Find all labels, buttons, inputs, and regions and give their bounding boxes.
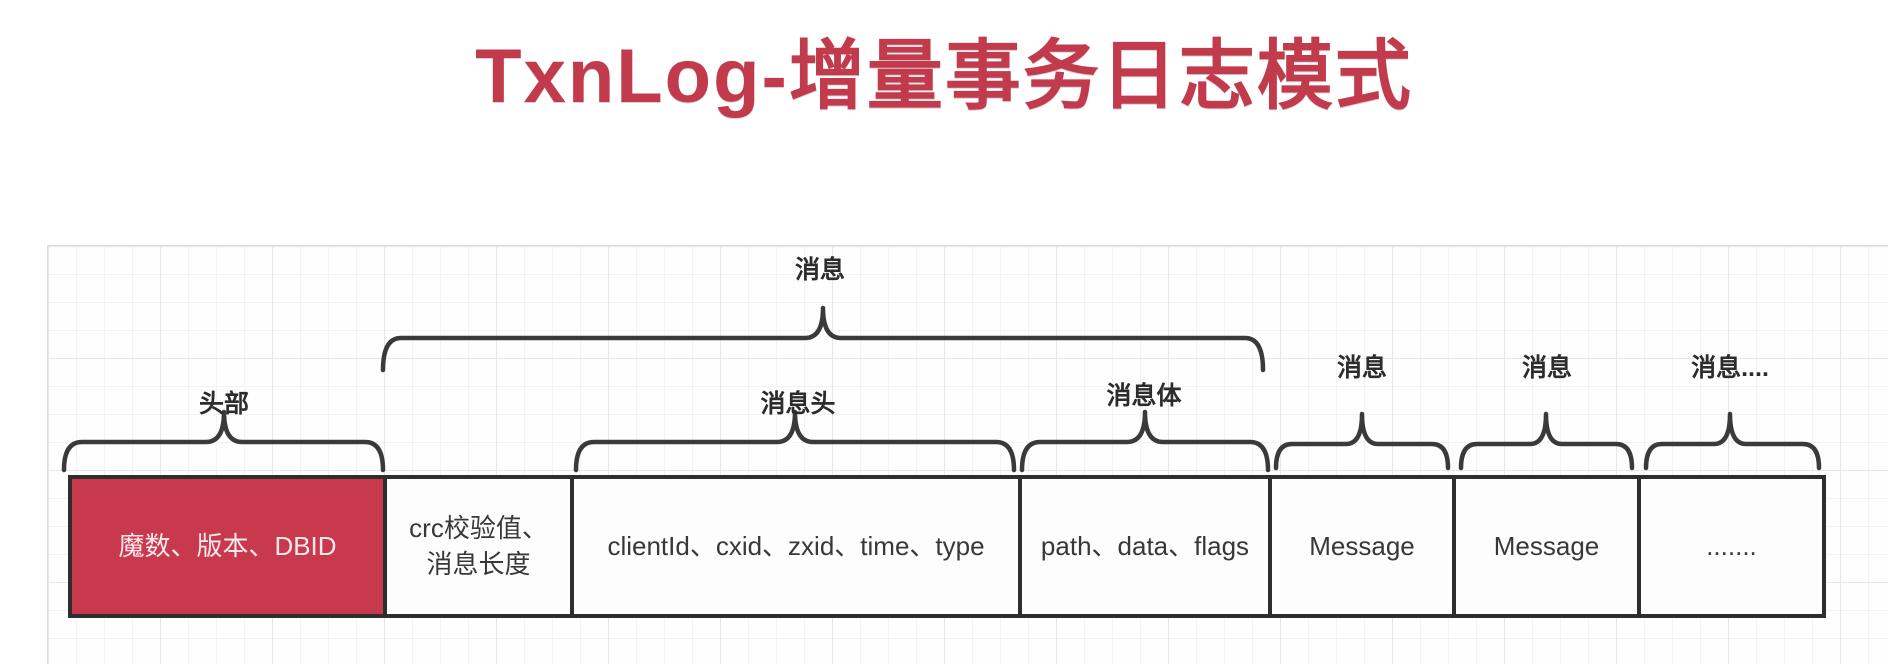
message-body-brace	[1019, 409, 1271, 473]
header-brace	[61, 409, 386, 473]
message2-group-label: 消息	[1521, 354, 1573, 382]
header-group-label: 头部	[198, 390, 250, 418]
segment-message-1: Message	[1268, 475, 1456, 618]
message-header-group-label: 消息头	[760, 390, 836, 418]
message-more-group-label: 消息....	[1691, 354, 1769, 382]
message1-group-label: 消息	[1336, 354, 1388, 382]
message-group-brace	[380, 305, 1266, 373]
message-group-label: 消息	[794, 256, 846, 284]
segment-file-header: 魔数、版本、DBID	[68, 475, 387, 618]
segment-message-more: .......	[1637, 475, 1826, 618]
message-body-group-label: 消息体	[1106, 382, 1182, 410]
segment-crc: crc校验值、 消息长度	[383, 475, 574, 618]
segment-message-2: Message	[1452, 475, 1641, 618]
message-header-brace	[573, 409, 1017, 473]
segment-txn-header: clientId、cxid、zxid、time、type	[570, 475, 1022, 618]
segment-txn-body: path、data、flags	[1018, 475, 1272, 618]
message2-brace	[1458, 411, 1635, 471]
message-more-brace	[1643, 411, 1822, 471]
message1-brace	[1273, 411, 1451, 471]
page-title: TxnLog-增量事务日志模式	[475, 34, 1413, 119]
